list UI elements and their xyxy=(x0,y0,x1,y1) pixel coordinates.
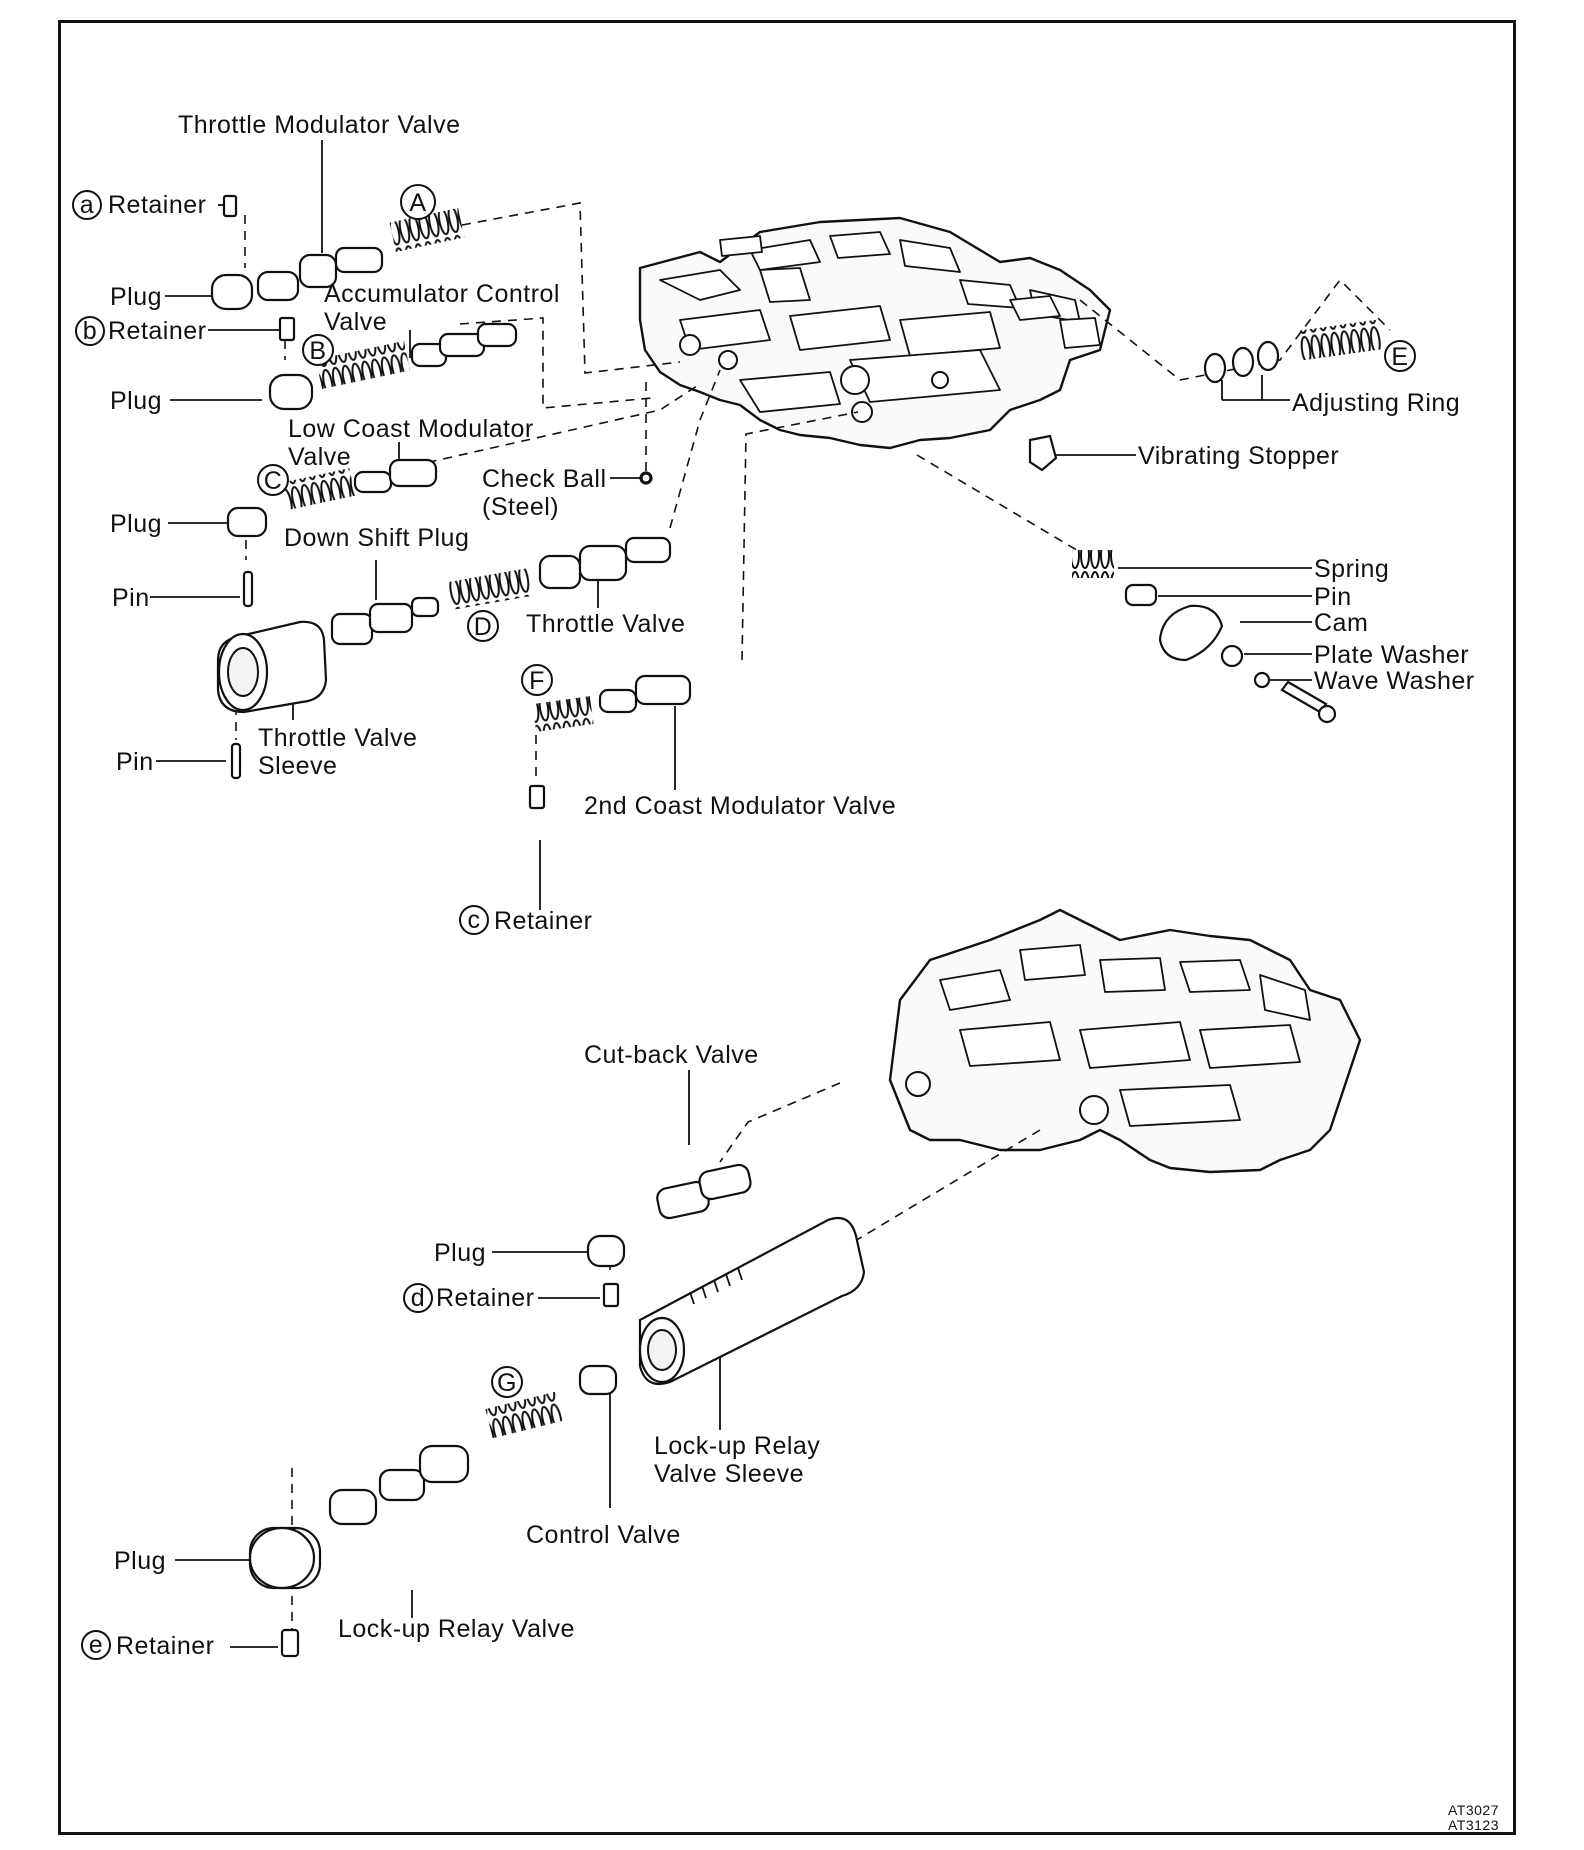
marker-c: c xyxy=(468,906,481,934)
cut-back-valve-part xyxy=(656,1163,752,1220)
throttle-valve-part xyxy=(538,536,672,590)
wave-washer-part xyxy=(1253,671,1271,689)
label-throttle-valve: Throttle Valve xyxy=(526,610,685,638)
marker-d: d xyxy=(411,1284,425,1312)
lock-up-relay-valve-sleeve-part xyxy=(638,1216,866,1386)
plug-2-part xyxy=(268,373,314,411)
check-ball-part xyxy=(639,471,653,485)
label-plug-2: Plug xyxy=(110,387,162,415)
marker-D: D xyxy=(474,613,493,641)
labels: Throttle Modulator Valve Retainer Plug A… xyxy=(108,111,1499,1833)
label-lock-up-relay-valve: Lock-up Relay Valve xyxy=(338,1615,575,1643)
marker-B: B xyxy=(309,337,326,365)
label-plate-washer: Plate Washer xyxy=(1314,641,1469,669)
label-pin-1: Pin xyxy=(112,584,150,612)
figure-code-1: AT3027 xyxy=(1448,1802,1499,1818)
retainer-e-part xyxy=(280,1628,300,1658)
pin-1-part xyxy=(242,570,254,608)
label-cam: Cam xyxy=(1314,609,1368,637)
marker-b: b xyxy=(83,317,97,345)
marker-a: a xyxy=(80,191,94,219)
label-retainer-a: Retainer xyxy=(108,191,207,219)
label-pin-3: Pin xyxy=(1314,583,1352,611)
spring-a-part xyxy=(389,208,465,252)
pin-2-part xyxy=(230,742,242,780)
retainer-d-part xyxy=(602,1282,620,1308)
marker-e: e xyxy=(89,1631,103,1659)
leader-lines xyxy=(150,140,1312,1648)
down-shift-plug-part xyxy=(330,596,440,646)
figure-code-2: AT3123 xyxy=(1448,1817,1499,1833)
label-check-ball-1: Check Ball xyxy=(482,465,607,493)
label-wave-washer: Wave Washer xyxy=(1314,667,1475,695)
marker-A: A xyxy=(409,189,426,217)
plug-3-part xyxy=(226,506,268,538)
figure-border xyxy=(58,20,1516,1835)
adjusting-ring-part xyxy=(1203,340,1280,384)
label-adjusting-ring: Adjusting Ring xyxy=(1292,389,1460,417)
cam-spring-part xyxy=(1072,550,1114,578)
label-vibrating-stopper: Vibrating Stopper xyxy=(1138,442,1339,470)
spring-b-part xyxy=(315,340,411,390)
control-valve-part xyxy=(578,1364,618,1396)
label-spring: Spring xyxy=(1314,555,1389,583)
label-plug-4: Plug xyxy=(434,1239,486,1267)
retainer-b-part xyxy=(278,316,296,342)
marker-F: F xyxy=(529,667,545,695)
label-lock-up-relay-valve-sleeve-1: Lock-up Relay xyxy=(654,1432,820,1460)
label-throttle-valve-sleeve-2: Sleeve xyxy=(258,752,337,780)
parts-upper xyxy=(210,194,1382,810)
label-control-valve: Control Valve xyxy=(526,1521,681,1549)
label-throttle-modulator-valve: Throttle Modulator Valve xyxy=(178,111,461,139)
lower-valve-body xyxy=(888,908,1362,1174)
upper-valve-body xyxy=(638,216,1112,450)
plug-1-part xyxy=(210,273,254,311)
second-coast-modulator-valve-part xyxy=(598,674,692,714)
retainer-c-part xyxy=(528,784,546,810)
spring-f-part xyxy=(532,696,594,732)
label-down-shift-plug: Down Shift Plug xyxy=(284,524,469,552)
label-retainer-b: Retainer xyxy=(108,317,207,345)
parts-lower xyxy=(248,1163,866,1658)
spring-d-part xyxy=(448,568,532,610)
throttle-valve-sleeve-part xyxy=(216,620,328,714)
bolt-part xyxy=(1280,680,1328,714)
marker-E: E xyxy=(1391,343,1408,371)
spring-g-part xyxy=(485,1391,563,1439)
label-low-coast-modulator-valve-1: Low Coast Modulator xyxy=(288,415,534,443)
plug-5-part xyxy=(248,1526,322,1590)
label-plug-1: Plug xyxy=(110,283,162,311)
pin-3-part xyxy=(1124,583,1158,607)
label-low-coast-modulator-valve-2: Valve xyxy=(288,443,351,471)
marker-G: G xyxy=(497,1369,517,1397)
label-cut-back-valve: Cut-back Valve xyxy=(584,1041,759,1069)
spring-c-part xyxy=(282,468,356,510)
lock-up-relay-valve-part xyxy=(328,1444,470,1526)
markers: A B C D E F G a b c d e xyxy=(72,184,1416,1660)
label-accumulator-control-valve-1: Accumulator Control xyxy=(324,280,560,308)
marker-C: C xyxy=(264,467,283,495)
label-retainer-d: Retainer xyxy=(436,1284,535,1312)
label-retainer-c: Retainer xyxy=(494,907,593,935)
label-pin-2: Pin xyxy=(116,748,154,776)
label-plug-3: Plug xyxy=(110,510,162,538)
label-check-ball-2: (Steel) xyxy=(482,493,559,521)
label-accumulator-control-valve-2: Valve xyxy=(324,308,387,336)
spring-e-part xyxy=(1298,319,1382,361)
retainer-a-part xyxy=(222,194,238,218)
label-lock-up-relay-valve-sleeve-2: Valve Sleeve xyxy=(654,1460,804,1488)
label-retainer-e: Retainer xyxy=(116,1632,215,1660)
label-plug-5: Plug xyxy=(114,1547,166,1575)
plate-washer-part xyxy=(1220,644,1244,668)
cam-part xyxy=(1158,604,1224,662)
throttle-modulator-valve-part xyxy=(256,246,384,302)
low-coast-modulator-valve-part xyxy=(353,458,438,494)
vibrating-stopper-part xyxy=(1028,434,1058,472)
accumulator-control-valve-part xyxy=(410,322,518,368)
label-second-coast-modulator-valve: 2nd Coast Modulator Valve xyxy=(584,792,896,820)
label-throttle-valve-sleeve-1: Throttle Valve xyxy=(258,724,417,752)
plug-4-part xyxy=(586,1234,626,1268)
